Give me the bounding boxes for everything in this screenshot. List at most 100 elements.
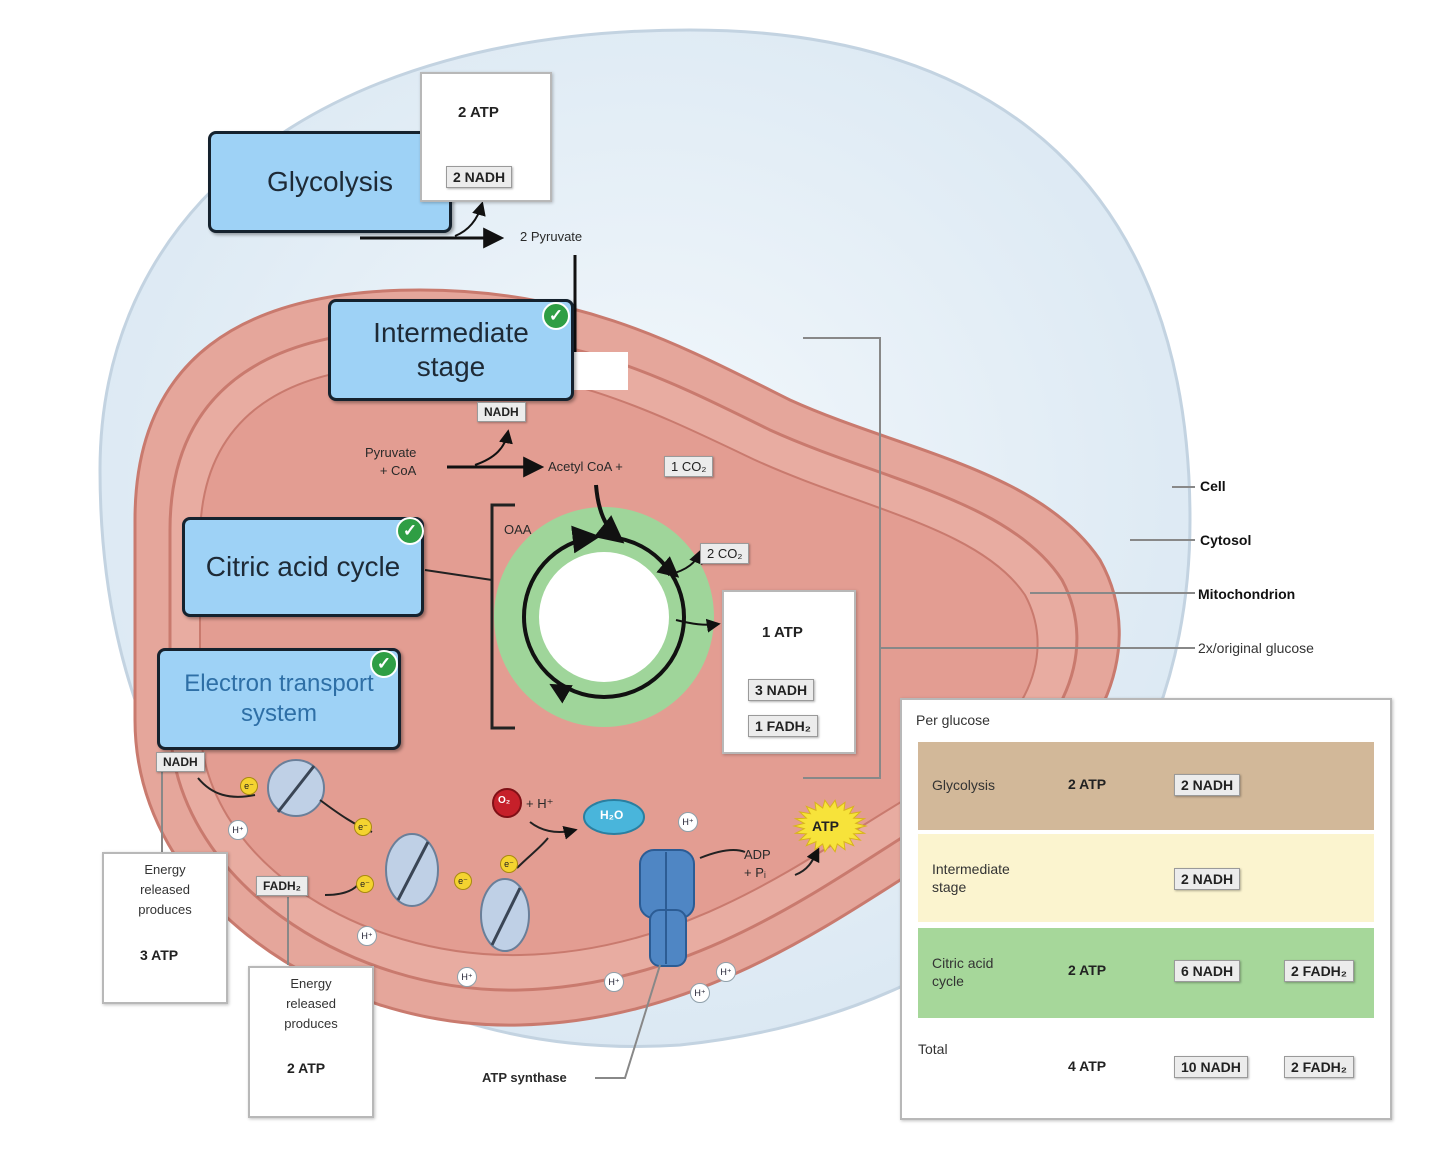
row-nadh: 2 NADH <box>1174 774 1241 796</box>
intermediate-line-2: stage <box>416 351 486 382</box>
coa-line: + CoA <box>379 463 417 478</box>
cycle-nadh-tag: 3 NADH <box>748 679 815 701</box>
energy-box-1-atp: 3 ATP <box>140 947 179 963</box>
energy-box-2-atp: 2 ATP <box>287 1060 326 1076</box>
atp-synthase-text: ATP synthase <box>482 1070 567 1085</box>
row-label: Glycolysis <box>932 776 995 794</box>
atp-starburst-icon <box>792 799 868 853</box>
cycle-bracket <box>490 503 515 730</box>
energy-box-1: Energy released produces <box>102 852 228 1004</box>
electron: e⁻ <box>500 855 518 873</box>
legend-cell: Cell <box>1200 478 1226 494</box>
row-label-line: Total <box>918 1041 948 1057</box>
check-icon: ✓ <box>396 517 424 545</box>
ets-fadh-tag: FADH₂ <box>256 876 308 896</box>
row-label-line: stage <box>932 879 967 895</box>
produces-line: produces <box>138 902 192 917</box>
citric-acid-cycle-text: Citric acid cycle <box>205 551 401 582</box>
produces-line: produces <box>284 1016 338 1031</box>
row-label-line: Citric acid <box>932 955 994 971</box>
co2-tag-1: 1 CO₂ <box>664 456 714 477</box>
proton: H⁺ <box>690 983 710 1003</box>
energy-box-2: Energy released produces <box>248 966 374 1118</box>
row-atp: 2 ATP <box>1068 776 1107 792</box>
h2o-label: H₂O <box>600 808 624 822</box>
electron: e⁻ <box>354 818 372 836</box>
check-icon: ✓ <box>370 650 398 678</box>
energy-box-2-text: Energy released produces <box>250 974 372 1034</box>
complex-1 <box>267 759 325 817</box>
glycolysis-label[interactable]: Glycolysis <box>208 131 452 233</box>
table-row-glycolysis: Glycolysis 2 ATP 2 NADH <box>918 742 1374 830</box>
per-glucose-table: Per glucose Glycolysis 2 ATP 2 NADH Inte… <box>900 698 1392 1120</box>
h-plus-text: + H⁺ <box>526 796 554 811</box>
row-fadh: 2 FADH₂ <box>1284 1056 1355 1078</box>
acetyl-coa-text: Acetyl CoA + <box>548 459 623 474</box>
table-row-total: Total 4 ATP 10 NADH 2 FADH₂ <box>918 1024 1374 1108</box>
proton: H⁺ <box>716 962 736 982</box>
legend-2x-glucose: 2x/original glucose <box>1198 640 1314 656</box>
row-label: Citric acid cycle <box>932 954 993 990</box>
energy-line: Energy <box>290 976 332 991</box>
glycolysis-atp-text: 2 ATP <box>458 104 499 121</box>
adp-pi-text: ADP + Pᵢ <box>744 846 771 882</box>
row-atp: 2 ATP <box>1068 962 1107 978</box>
intermediate-nadh-tag: NADH <box>477 402 526 422</box>
row-nadh: 6 NADH <box>1174 960 1241 982</box>
row-label-line: Intermediate <box>932 861 1010 877</box>
proton: H⁺ <box>228 820 248 840</box>
energy-line: Energy <box>144 862 186 877</box>
row-atp: 4 ATP <box>1068 1058 1107 1074</box>
pi-line: + Pᵢ <box>744 865 766 880</box>
row-nadh: 10 NADH <box>1174 1056 1248 1078</box>
row-fadh: 2 FADH₂ <box>1284 960 1355 982</box>
row-label: Intermediate stage <box>932 860 1010 896</box>
glycolysis-nadh-tag: 2 NADH <box>446 166 513 188</box>
energy-box-1-text: Energy released produces <box>104 860 226 920</box>
electron-transport-label[interactable]: Electron transport system <box>157 648 401 750</box>
ets-atp-text: ATP <box>812 818 839 834</box>
proton: H⁺ <box>357 926 377 946</box>
intermediate-line-1: Intermediate <box>373 317 529 348</box>
water-molecule <box>583 799 645 835</box>
ets-line-1: Electron transport <box>184 670 374 697</box>
check-icon: ✓ <box>542 302 570 330</box>
row-label-line: cycle <box>932 973 964 989</box>
o2-label: O₂ <box>498 795 511 806</box>
atp-synthase-shape <box>639 849 695 967</box>
row-nadh: 2 NADH <box>1174 868 1241 890</box>
proton: H⁺ <box>457 967 477 987</box>
cycle-fadh-tag: 1 FADH₂ <box>748 715 819 737</box>
row-label: Total <box>918 1040 948 1058</box>
pyruvate-text: 2 Pyruvate <box>520 229 583 244</box>
co2-tag-2: 2 CO₂ <box>700 543 750 564</box>
proton: H⁺ <box>678 812 698 832</box>
complex-2 <box>385 833 439 907</box>
electron: e⁻ <box>356 875 374 893</box>
legend-mitochondrion: Mitochondrion <box>1198 586 1296 602</box>
ets-nadh-tag: NADH <box>156 752 205 772</box>
released-line: released <box>140 882 190 897</box>
row-label-line: Glycolysis <box>932 777 996 793</box>
table-row-intermediate: Intermediate stage 2 NADH <box>918 834 1374 922</box>
table-title: Per glucose <box>916 712 990 728</box>
legend-cytosol: Cytosol <box>1200 532 1252 548</box>
pyruvate-coa-text: Pyruvate + CoA <box>365 444 416 480</box>
ets-line-2: system <box>240 700 317 727</box>
intermediate-stage-label[interactable]: Intermediate stage <box>328 299 574 401</box>
pyruvate-line: Pyruvate <box>365 445 417 460</box>
electron: e⁻ <box>454 872 472 890</box>
citric-cycle-core <box>539 552 669 682</box>
oaa-text: OAA <box>504 522 532 537</box>
complex-3 <box>480 878 530 952</box>
released-line: released <box>286 996 336 1011</box>
adp-line: ADP <box>744 847 771 862</box>
table-row-citric: Citric acid cycle 2 ATP 6 NADH 2 FADH₂ <box>918 928 1374 1018</box>
oxygen-molecule <box>492 788 522 818</box>
glycolysis-text: Glycolysis <box>266 166 393 197</box>
electron: e⁻ <box>240 777 258 795</box>
proton: H⁺ <box>604 972 624 992</box>
citric-acid-cycle-label[interactable]: Citric acid cycle <box>182 517 424 617</box>
